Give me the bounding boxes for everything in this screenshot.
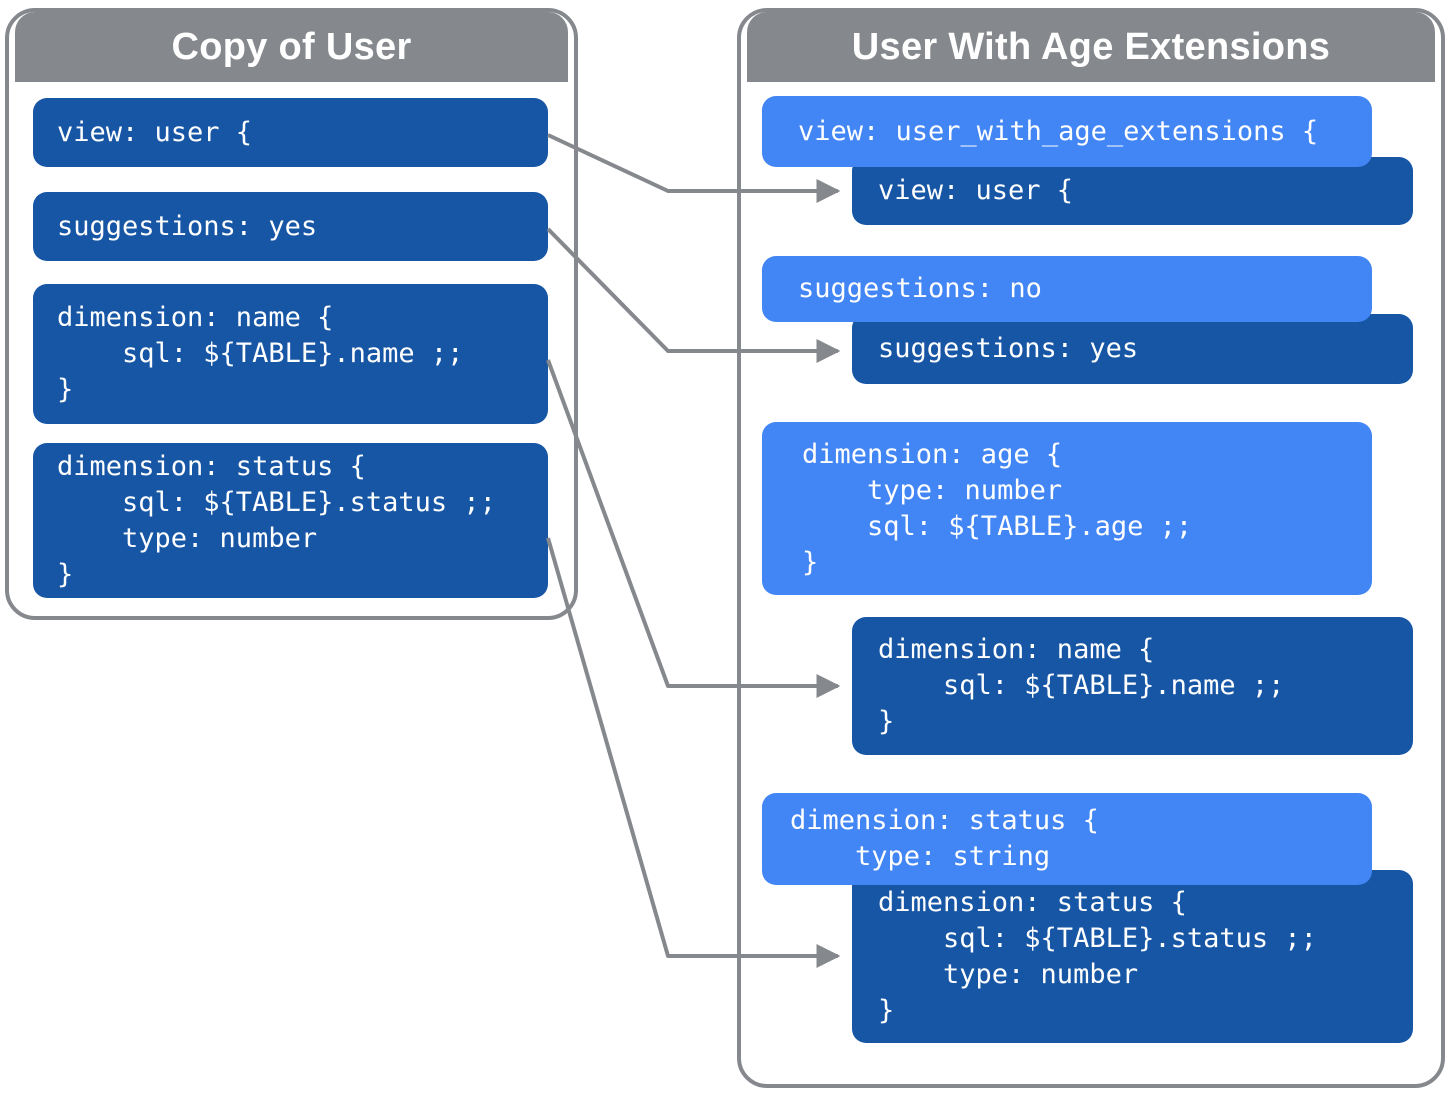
- code-box-inherited-dimension-status: dimension: status { sql: ${TABLE}.status…: [852, 870, 1413, 1043]
- code-box-dimension-status-override: dimension: status { type: string: [762, 793, 1372, 885]
- code-box-dimension-name: dimension: name { sql: ${TABLE}.name ;; …: [33, 284, 548, 424]
- code-box-inherited-suggestions-yes: suggestions: yes: [852, 314, 1413, 384]
- panel-copy-of-user-header: Copy of User: [15, 12, 568, 82]
- code-box-suggestions-no: suggestions: no: [762, 256, 1372, 322]
- code-box-inherited-view-user: view: user {: [852, 157, 1413, 225]
- code-box-view-user-with-age-extensions: view: user_with_age_extensions {: [762, 96, 1372, 167]
- code-box-dimension-status: dimension: status { sql: ${TABLE}.status…: [33, 443, 548, 598]
- code-box-inherited-dimension-name: dimension: name { sql: ${TABLE}.name ;; …: [852, 617, 1413, 755]
- panel-title: Copy of User: [171, 25, 412, 68]
- code-box-view-user: view: user {: [33, 98, 548, 167]
- code-box-suggestions-yes: suggestions: yes: [33, 192, 548, 261]
- code-box-dimension-age: dimension: age { type: number sql: ${TAB…: [762, 422, 1372, 595]
- panel-user-with-age-extensions-header: User With Age Extensions: [747, 12, 1435, 82]
- panel-title: User With Age Extensions: [851, 25, 1331, 68]
